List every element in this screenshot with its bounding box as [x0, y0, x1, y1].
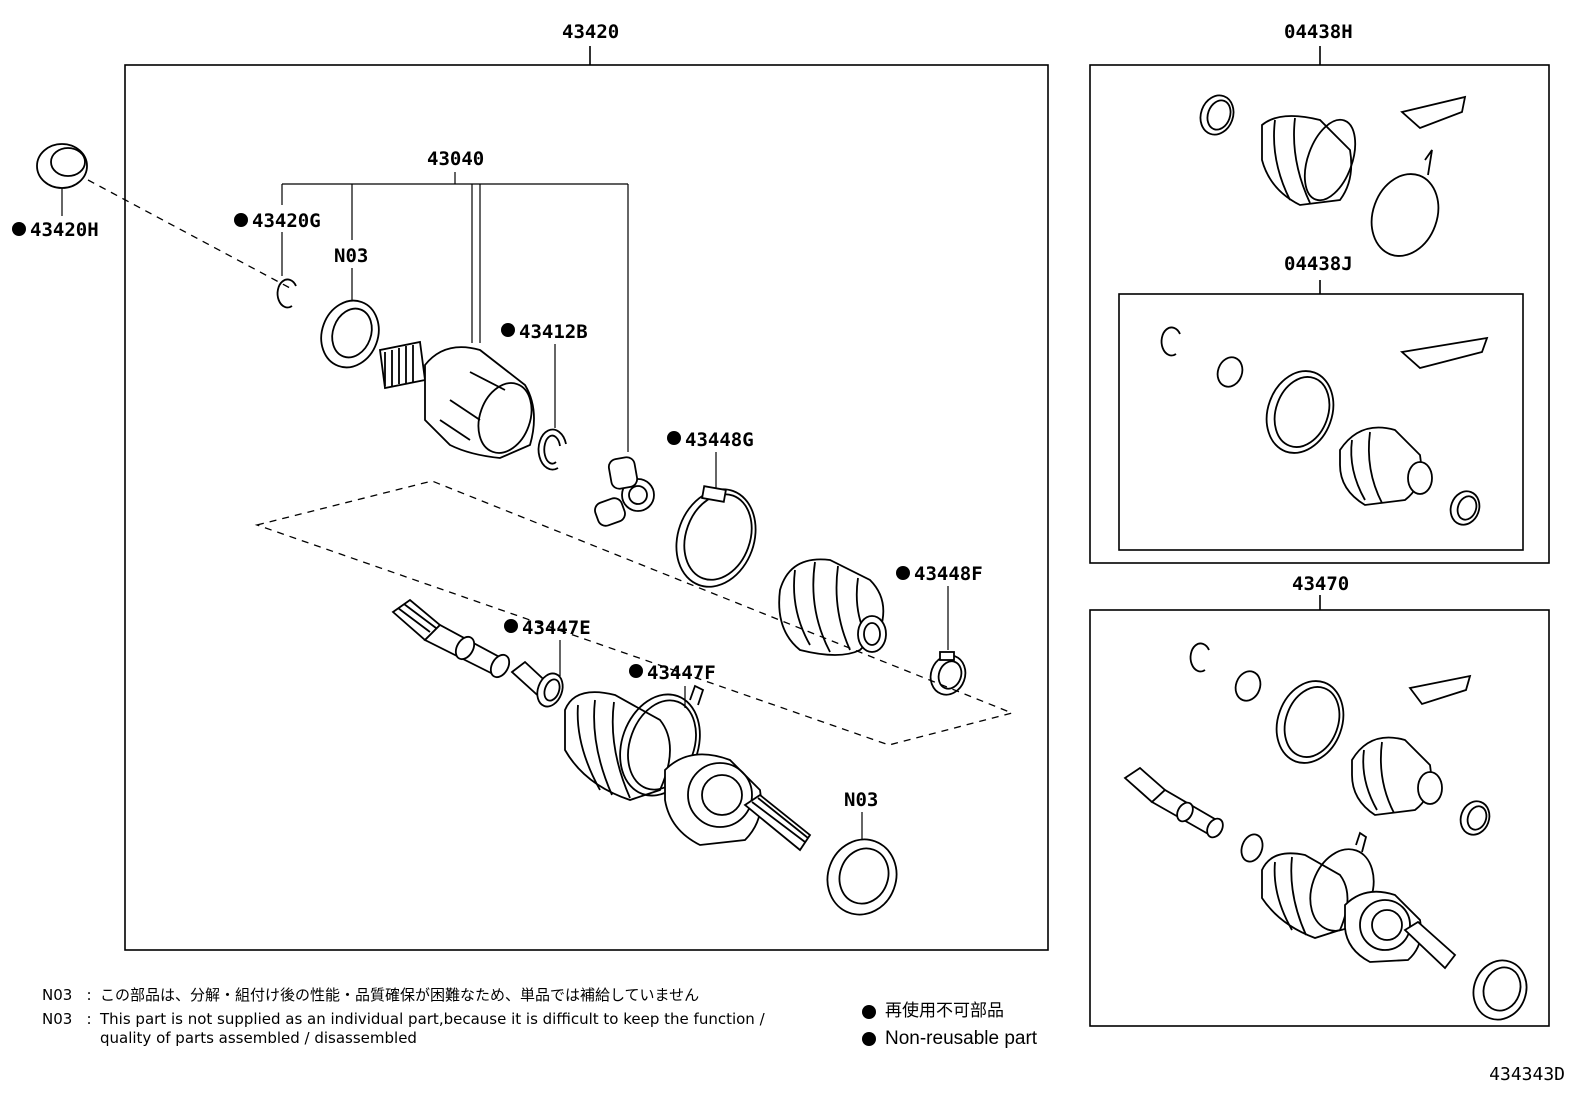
part-inner-joint-housing — [378, 340, 535, 459]
non-reusable-dot-43420G — [234, 213, 248, 227]
part-43420G: 43420G — [234, 210, 321, 309]
note-separator: : — [86, 1010, 92, 1028]
part-N03-bottom: N03 — [826, 789, 898, 916]
note-row-en: N03 : This part is not supplied as an in… — [42, 1010, 862, 1048]
part-N03-top: N03 — [320, 245, 380, 369]
legend-text-ja: 再使用不可部品 — [885, 1001, 1004, 1021]
label-43448G: 43448G — [685, 429, 754, 451]
notes-block: N03 : この部品は、分解・組付け後の性能・品質確保が困難なため、単品では補給… — [42, 986, 862, 1048]
label-n03-top: N03 — [334, 245, 368, 267]
bracket-43040: 43040 — [281, 148, 629, 452]
note-code: N03 — [42, 986, 73, 1004]
box-04438J: 04438J — [1118, 253, 1524, 551]
note-code: N03 — [42, 1010, 73, 1028]
box-04438H: 04438H — [1089, 21, 1550, 564]
filled-circle-icon — [862, 1031, 876, 1046]
box-43470: 43470 — [1089, 573, 1550, 1027]
label-04438H: 04438H — [1284, 21, 1353, 43]
non-reusable-dot-43448F — [896, 566, 910, 580]
note-text-en-line2: quality of parts assembled / disassemble… — [100, 1029, 417, 1047]
part-tripod — [594, 456, 655, 527]
label-43447F: 43447F — [647, 662, 716, 684]
part-43412B: 43412B — [501, 321, 588, 471]
label-43040: 43040 — [427, 148, 484, 170]
legend: 再使用不可部品 Non-reusable part — [862, 998, 1037, 1052]
part-inner-boot — [778, 558, 887, 656]
label-43447E: 43447E — [522, 617, 591, 639]
legend-item: 再使用不可部品 — [862, 998, 1037, 1025]
non-reusable-dot-43448G — [667, 431, 681, 445]
kit-43470-contents — [1123, 642, 1528, 1021]
note-text-en-line1: This part is not supplied as an individu… — [100, 1010, 765, 1028]
box-43420: 43420 — [124, 21, 1049, 951]
note-separator: : — [86, 986, 92, 1004]
non-reusable-dot-43447E — [504, 619, 518, 633]
part-outer-boot-cv — [564, 691, 812, 852]
part-43447F: 43447F — [629, 662, 716, 708]
part-43448F: 43448F — [896, 563, 983, 696]
part-43448G: 43448G — [667, 429, 757, 588]
label-n03-bottom: N03 — [844, 789, 878, 811]
label-43420G: 43420G — [252, 210, 321, 232]
diagram-id: 434343D — [1489, 1064, 1565, 1085]
label-43470: 43470 — [1292, 573, 1349, 595]
non-reusable-dot-43412B — [501, 323, 515, 337]
note-text-ja: この部品は、分解・組付け後の性能・品質確保が困難なため、単品では補給していません — [100, 986, 700, 1004]
part-drive-shaft — [391, 598, 564, 708]
label-43448F: 43448F — [914, 563, 983, 585]
label-04438J: 04438J — [1284, 253, 1353, 275]
dashed-outline — [254, 480, 1015, 746]
note-row-ja: N03 : この部品は、分解・組付け後の性能・品質確保が困難なため、単品では補給… — [42, 986, 862, 1005]
filled-circle-icon — [862, 1004, 876, 1019]
label-43420: 43420 — [562, 21, 619, 43]
legend-item: Non-reusable part — [862, 1025, 1037, 1052]
kit-04438H-contents — [1199, 94, 1467, 257]
part-43420H: 43420H — [12, 143, 291, 289]
non-reusable-dot-43420H — [12, 222, 26, 236]
kit-04438J-contents — [1160, 326, 1489, 526]
label-43420H: 43420H — [30, 219, 99, 241]
label-43412B: 43412B — [519, 321, 588, 343]
non-reusable-dot-43447F — [629, 664, 643, 678]
legend-text-en: Non-reusable part — [885, 1028, 1038, 1049]
part-43447E: 43447E — [504, 617, 591, 676]
